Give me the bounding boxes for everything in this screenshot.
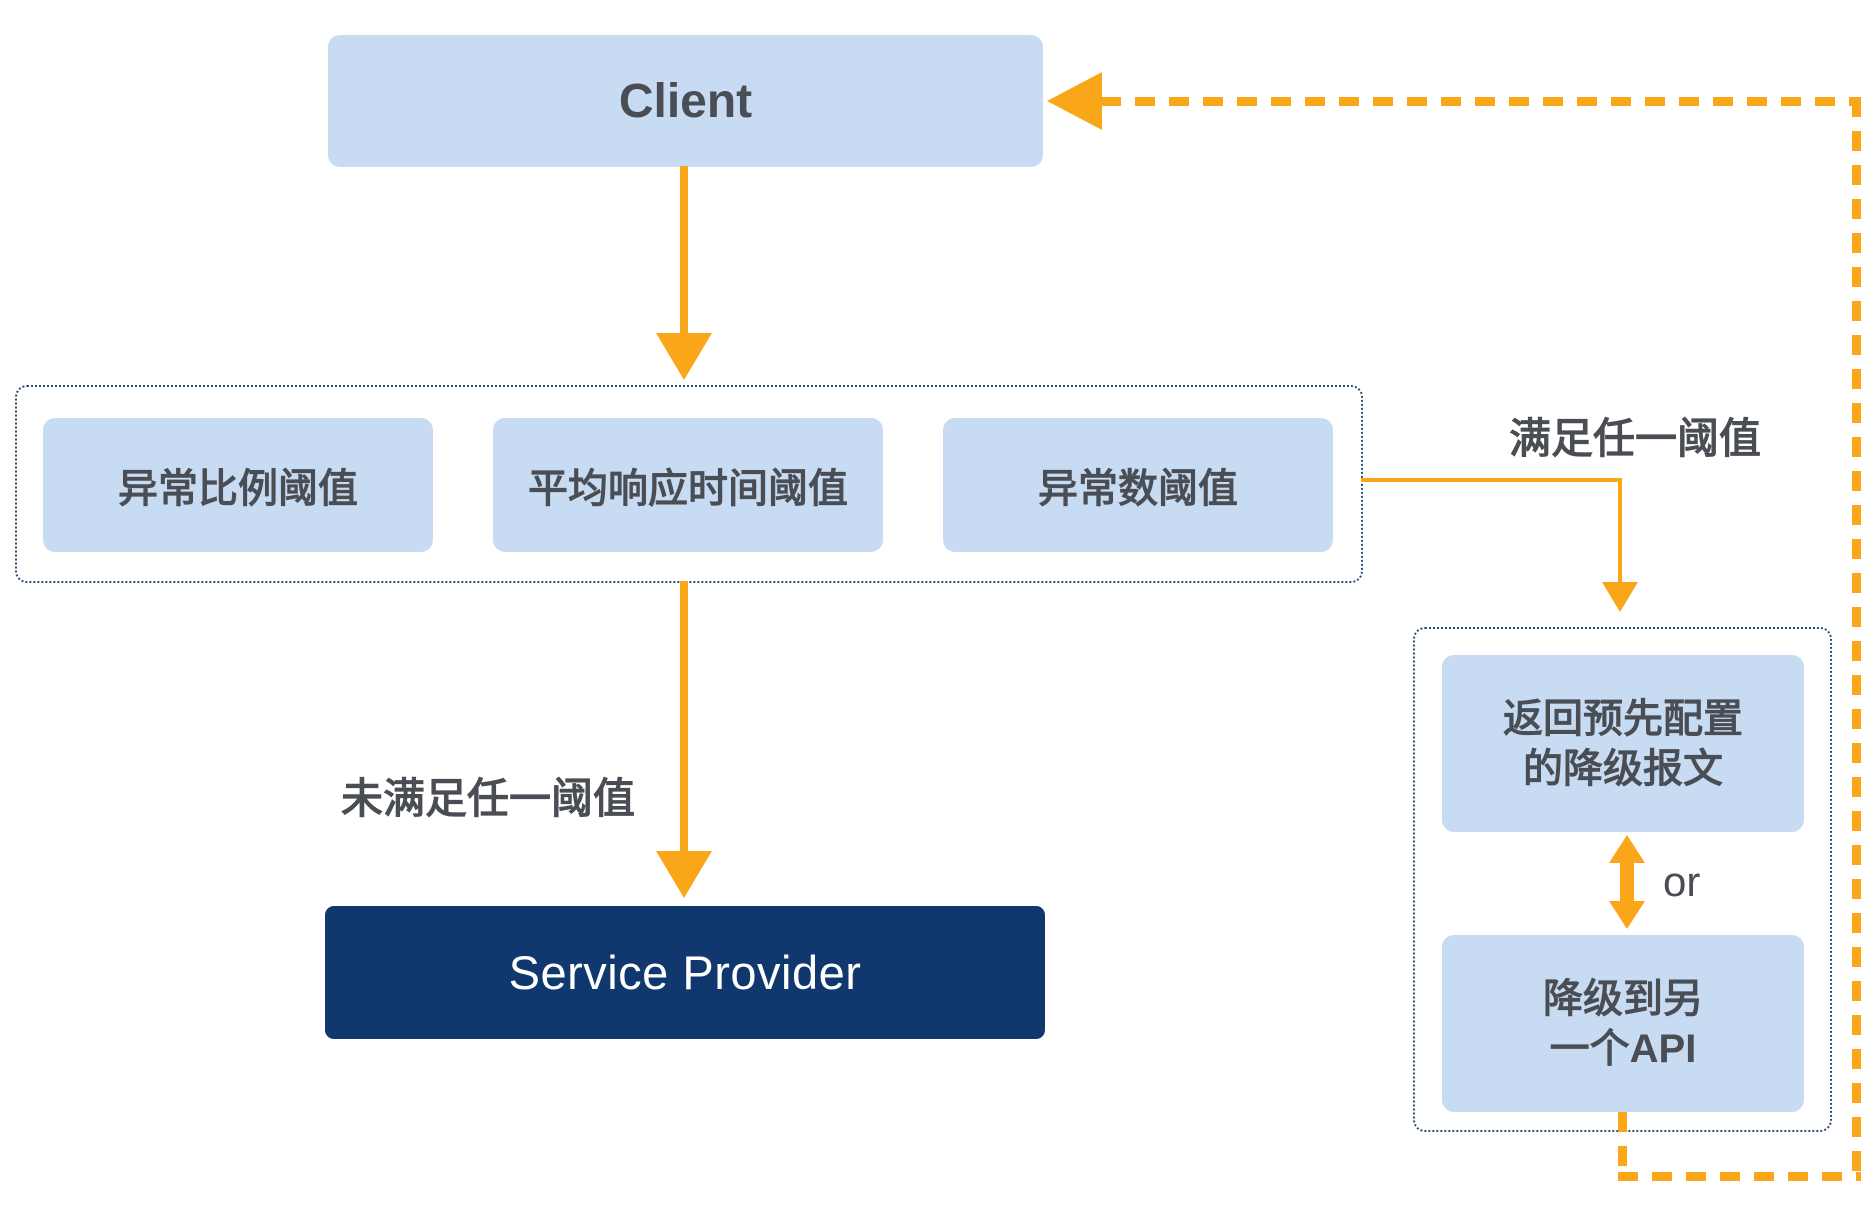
threshold-exception-ratio-node: 异常比例阈值 [43, 418, 433, 552]
or-label: or [1663, 858, 1701, 905]
client-node: Client [328, 35, 1043, 167]
fallback-degrade-api-line2: 一个API [1549, 1026, 1697, 1071]
meet-threshold-label: 满足任一阈值 [1508, 415, 1761, 462]
fallback-group: 返回预先配置 的降级报文 降级到另 一个API [1413, 627, 1832, 1132]
service-provider-node: Service Provider [325, 906, 1045, 1039]
threshold-exception-count-node: 异常数阈值 [943, 418, 1333, 552]
fallback-loop-dashed-stub-vertical [1618, 1112, 1627, 1176]
fallback-loop-dashed-bottom [1618, 1172, 1861, 1181]
meet-threshold-connector-head [1602, 582, 1638, 612]
fallback-degrade-api-node: 降级到另 一个API [1442, 935, 1804, 1112]
or-double-arrow-shaft [1620, 861, 1634, 903]
fallback-return-message-line2: 的降级报文 [1523, 746, 1723, 791]
threshold-avg-response-time-node: 平均响应时间阈值 [493, 418, 883, 552]
or-double-arrow-head-down [1609, 901, 1645, 929]
client-to-thresholds-arrow-head [656, 333, 712, 380]
threshold-exception-ratio-label: 异常比例阈值 [118, 467, 358, 511]
client-to-thresholds-arrow-shaft [680, 166, 688, 333]
thresholds-to-provider-arrow-shaft [680, 581, 688, 851]
threshold-avg-response-time-label: 平均响应时间阈值 [528, 467, 848, 511]
meet-threshold-connector-vertical [1618, 478, 1622, 582]
or-double-arrow-head-up [1609, 835, 1645, 863]
thresholds-to-provider-arrow-head [656, 851, 712, 898]
thresholds-group: 异常比例阈值 平均响应时间阈值 异常数阈值 [15, 385, 1363, 583]
fallback-degrade-api-line1: 降级到另 [1543, 976, 1703, 1021]
fallback-loop-dashed-top [1101, 97, 1861, 106]
fallback-return-message-line1: 返回预先配置 [1503, 696, 1743, 741]
fallback-return-message-node: 返回预先配置 的降级报文 [1442, 655, 1804, 832]
fallback-loop-arrow-head [1047, 72, 1102, 130]
threshold-exception-count-label: 异常数阈值 [1038, 467, 1238, 511]
meet-threshold-connector-horizontal [1361, 478, 1622, 482]
fallback-loop-dashed-right [1852, 97, 1861, 1181]
service-provider-label: Service Provider [508, 946, 862, 999]
not-meet-threshold-label: 未满足任一阈值 [340, 775, 635, 822]
client-node-label: Client [618, 74, 753, 128]
